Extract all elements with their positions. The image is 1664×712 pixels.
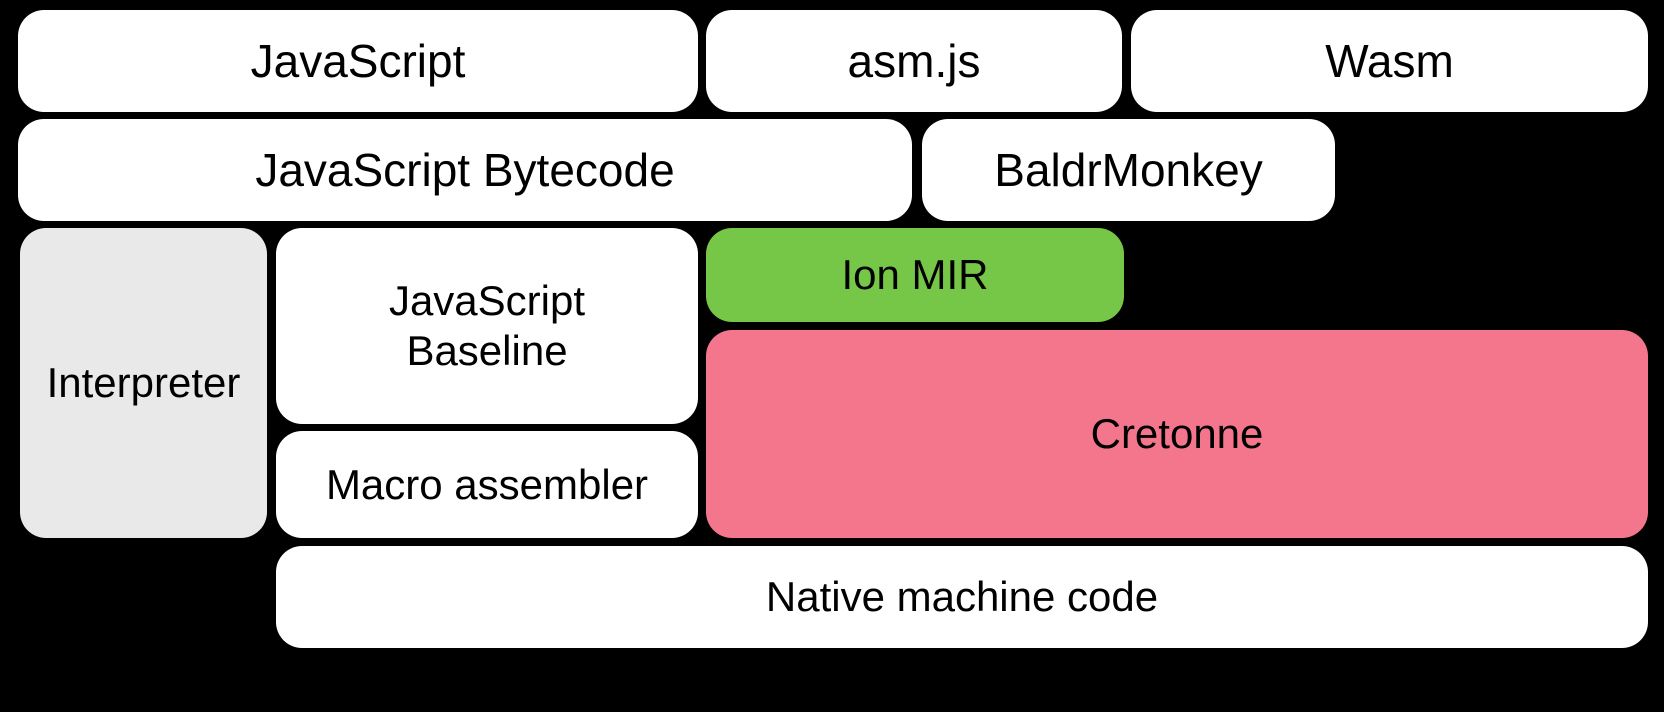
- node-ion-mir: Ion MIR: [706, 228, 1124, 322]
- node-javascript: JavaScript: [18, 10, 698, 112]
- node-javascript-baseline: JavaScript Baseline: [276, 228, 698, 424]
- node-macro-assembler: Macro assembler: [276, 431, 698, 538]
- node-cretonne: Cretonne: [706, 330, 1648, 538]
- node-native-machine-code: Native machine code: [276, 546, 1648, 648]
- node-interpreter: Interpreter: [20, 228, 267, 538]
- node-javascript-bytecode: JavaScript Bytecode: [18, 119, 912, 221]
- node-baldrmonkey: BaldrMonkey: [922, 119, 1335, 221]
- node-asm-js: asm.js: [706, 10, 1122, 112]
- node-wasm: Wasm: [1131, 10, 1648, 112]
